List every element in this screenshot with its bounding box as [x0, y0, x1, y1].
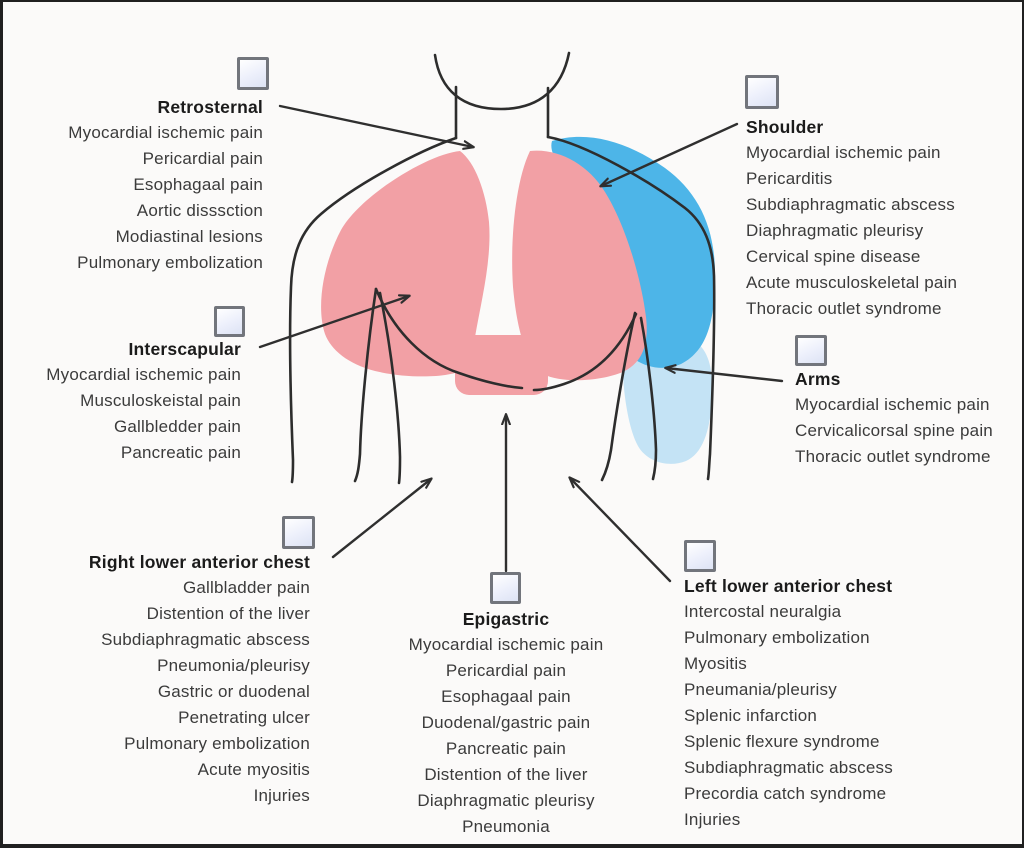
cause-item: Esophagaal pain — [133, 175, 263, 194]
cause-item: Pneumonia — [462, 817, 550, 836]
left-shoulder-arm-line — [288, 136, 458, 484]
cause-item: Duodenal/gastric pain — [421, 713, 591, 732]
cause-item: Pulmonary embolization — [124, 734, 310, 753]
right-lower-anterior-chest-checkbox[interactable] — [282, 516, 315, 549]
arrow-shoulder — [601, 122, 739, 186]
cause-item: Distention of the liver — [424, 765, 588, 784]
cause-item: Subdiaphragmatic abscess — [746, 195, 955, 214]
cause-item: Myocardial ischemic pain — [68, 123, 263, 142]
cause-item: Pancreatic pain — [120, 443, 241, 462]
cause-item: Pericardial pain — [445, 661, 567, 680]
cause-item: Modiastinal lesions — [115, 227, 263, 246]
cause-item: Gastric or duodenal — [157, 682, 310, 701]
cause-item: Injuries — [253, 786, 310, 805]
retrosternal-checkbox[interactable] — [237, 57, 269, 90]
right-chest-curve — [532, 312, 638, 392]
region-title: Right lower anterior chest — [88, 552, 310, 572]
cause-item: Cervicalicorsal spine pain — [795, 421, 993, 440]
cause-item: Distention of the liver — [146, 604, 310, 623]
arrow-interscapular — [258, 296, 409, 349]
cause-item: Thoracic outlet syndrome — [795, 447, 991, 466]
left-inner-arm-line-b — [378, 291, 402, 485]
cause-item: Pneumania/pleurisy — [684, 680, 837, 699]
interscapular-checkbox[interactable] — [214, 306, 245, 337]
cause-item: Myositis — [684, 654, 747, 673]
cause-item: Myocardial ischemic pain — [408, 635, 604, 654]
cause-item: Precordia catch syndrome — [684, 784, 887, 803]
region-title: Interscapular — [128, 339, 241, 359]
torso-outline — [288, 51, 716, 485]
arrow-retrosternal — [278, 104, 473, 147]
region-right-lower-anterior-chest: Right lower anterior chest Gallbladder p… — [30, 549, 310, 809]
cause-item: Subdiaphragmatic abscess — [684, 758, 893, 777]
cause-item: Intercostal neuralgia — [684, 602, 842, 621]
region-left-lower-anterior-chest: Left lower anterior chest Intercostal ne… — [684, 573, 964, 833]
right-inner-arm-line-a — [600, 311, 637, 482]
cause-item: Pericarditis — [746, 169, 833, 188]
cause-item: Myocardial ischemic pain — [746, 143, 941, 162]
arrow-left-lower-anterior-chest — [570, 478, 672, 583]
cause-item: Gallbledder pain — [113, 417, 241, 436]
cause-item: Pulmonary embolization — [684, 628, 870, 647]
region-title: Retrosternal — [157, 97, 263, 117]
cause-item: Splenic infarction — [684, 706, 818, 725]
cause-item: Injuries — [684, 810, 741, 829]
shoulder-checkbox[interactable] — [745, 75, 779, 109]
right-lung-region — [512, 150, 647, 381]
left-lower-anterior-chest-checkbox[interactable] — [684, 540, 716, 572]
cause-item: Diaphragmatic pleurisy — [417, 791, 595, 810]
cause-item: Pneumonia/pleurisy — [157, 656, 310, 675]
cause-item: Aortic disssction — [136, 201, 263, 220]
cause-item: Myocardial ischemic pain — [46, 365, 241, 384]
cause-item: Myocardial ischemic pain — [795, 395, 990, 414]
region-title: Shoulder — [746, 117, 824, 137]
body-diagram — [258, 51, 784, 583]
region-title: Epigastric — [462, 609, 550, 629]
cause-item: Penetrating ulcer — [178, 708, 310, 727]
cause-item: Cervical spine disease — [746, 247, 921, 266]
cause-item: Thoracic outlet syndrome — [746, 299, 942, 318]
cause-item: Subdiaphragmatic abscess — [101, 630, 310, 649]
arms-checkbox[interactable] — [795, 335, 827, 366]
cause-item: Musculoskeistal pain — [80, 391, 241, 410]
cause-item: Acute musculoskeletal pain — [746, 273, 958, 292]
cause-item: Esophagaal pain — [441, 687, 571, 706]
right-inner-arm-line-b — [639, 316, 658, 481]
cause-item: Pulmonary embolization — [77, 253, 263, 272]
left-lung-region — [321, 151, 490, 377]
cause-item: Diaphragmatic pleurisy — [746, 221, 924, 240]
arrow-arms — [666, 368, 784, 383]
arrow-right-lower-anterior-chest — [331, 479, 431, 559]
head-curve — [433, 51, 571, 111]
region-title: Left lower anterior chest — [684, 576, 893, 596]
left-inner-arm-line-a — [353, 287, 378, 483]
epigastric-checkbox[interactable] — [490, 572, 521, 604]
left-chest-curve — [374, 287, 524, 390]
cause-item: Acute myositis — [197, 760, 310, 779]
cause-item: Pericardial pain — [142, 149, 263, 168]
cause-item: Pancreatic pain — [445, 739, 567, 758]
region-title: Arms — [795, 369, 841, 389]
cause-item: Gallbladder pain — [182, 578, 310, 597]
cause-item: Splenic flexure syndrome — [684, 732, 880, 751]
